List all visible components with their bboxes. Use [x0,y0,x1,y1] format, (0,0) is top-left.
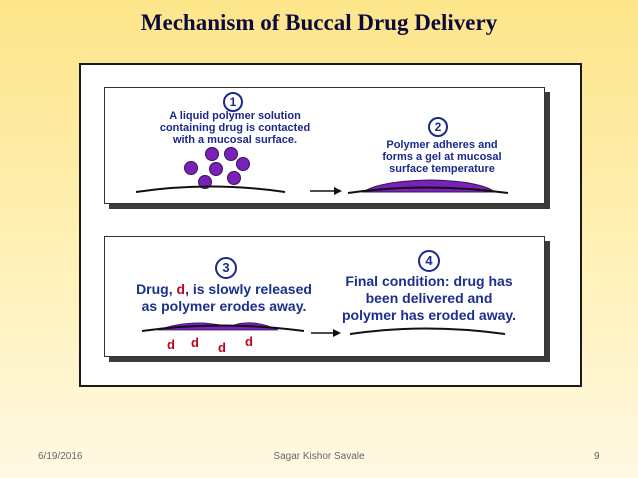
slide-title: Mechanism of Buccal Drug Delivery [140,10,498,35]
step-2-number: 2 [428,117,448,137]
step-3-caption: Drug, d, is slowly released as polymer e… [124,281,324,315]
drug-label: d [218,340,226,355]
step-2-caption-line: forms a gel at mucosal [382,151,502,163]
polymer-droplet [209,162,223,176]
mucosal-surface-4 [349,327,506,335]
step-1-caption-line: containing drug is contacted [159,122,311,134]
polymer-droplet [227,171,241,185]
polymer-droplet [205,147,219,161]
panel-bottom [104,236,545,357]
step-4-number: 4 [418,250,440,272]
step-3-number: 3 [215,257,237,279]
drug-label: d [191,335,199,350]
step-1-number: 1 [223,92,243,112]
step-1-caption: A liquid polymer solution containing dru… [135,110,335,146]
polymer-droplet [236,157,250,171]
step-4-caption-line: Final condition: drug has [345,273,513,289]
step-3-caption-line2: as polymer erodes away. [141,298,307,314]
arrow-head [333,329,341,337]
polymer-droplet [224,147,238,161]
step-2-caption: Polymer adheres and forms a gel at mucos… [352,139,532,175]
step-2-caption-line: surface temperature [389,163,495,175]
drug-label: d [245,334,253,349]
step-4-caption-line: been delivered and [365,290,493,306]
step-4-caption-line: polymer has eroded away. [341,307,517,323]
footer-date: 6/19/2016 [38,451,83,462]
step-4-caption: Final condition: drug has been delivered… [339,273,519,324]
polymer-droplet [198,175,212,189]
footer-author: Sagar Kishor Savale [273,451,365,462]
mucosal-surface-1 [135,185,286,193]
step-3-caption-line1: Drug, d, is slowly released [136,281,312,297]
drug-symbol: d [176,281,186,297]
page-number: 9 [594,451,600,462]
drug-label: d [167,337,175,352]
step-1-caption-line: with a mucosal surface. [172,134,298,146]
mucosal-surface-3 [141,324,305,332]
step-1-caption-line: A liquid polymer solution [169,110,301,122]
arrow-head [334,187,342,195]
mucosal-surface-2 [347,186,509,194]
polymer-droplet [184,161,198,175]
step-2-caption-line: Polymer adheres and [386,139,498,151]
